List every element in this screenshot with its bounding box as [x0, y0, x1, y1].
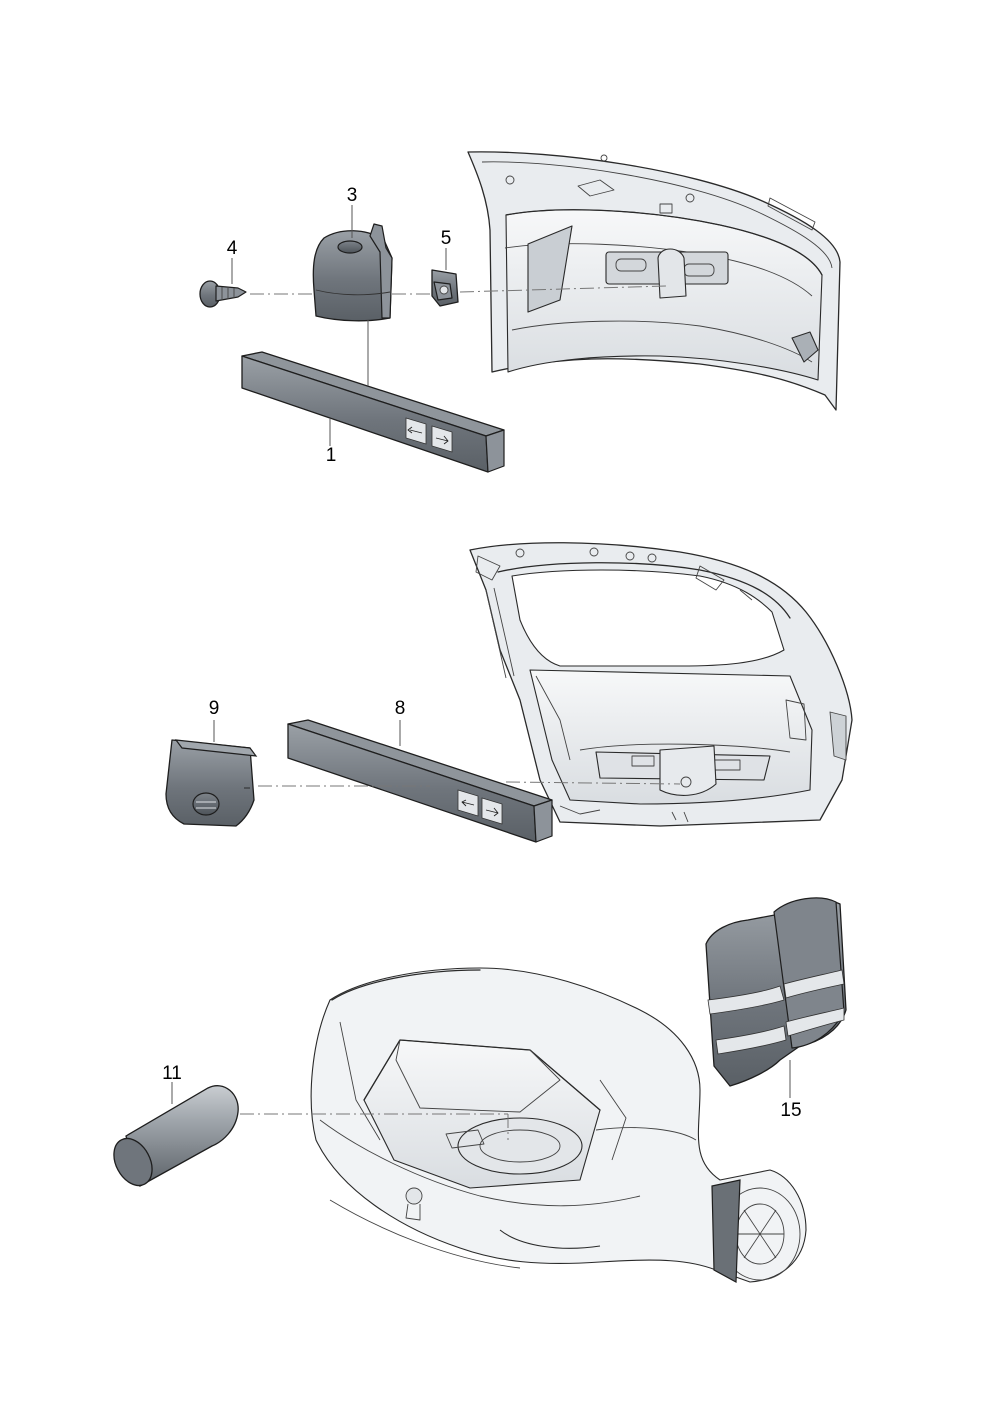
callout-3: 3 [346, 185, 358, 206]
clip-part-5 [431, 269, 459, 307]
callout-15: 15 [780, 1100, 802, 1121]
leaders-section-1 [231, 205, 667, 446]
handle-cover-part-9 [165, 739, 258, 827]
handle-housing-part-3 [312, 223, 393, 322]
callout-5: 5 [440, 228, 452, 249]
warning-vest-part-15 [705, 897, 847, 1087]
callout-11: 11 [162, 1063, 182, 1084]
callout-8: 8 [394, 698, 406, 719]
screw-part-4 [199, 280, 247, 308]
tailgate-illustration [469, 542, 853, 827]
leaders-section-3 [171, 1060, 791, 1140]
callout-1: 1 [325, 445, 337, 466]
trim-strip-part-8 [287, 719, 553, 843]
cylinder-part-11 [113, 1085, 239, 1187]
trunk-lid-illustration [467, 151, 841, 411]
trim-strip-part-1 [241, 351, 505, 473]
callout-9: 9 [208, 698, 220, 719]
leaders-section-2 [213, 720, 681, 787]
callout-4: 4 [226, 238, 238, 259]
